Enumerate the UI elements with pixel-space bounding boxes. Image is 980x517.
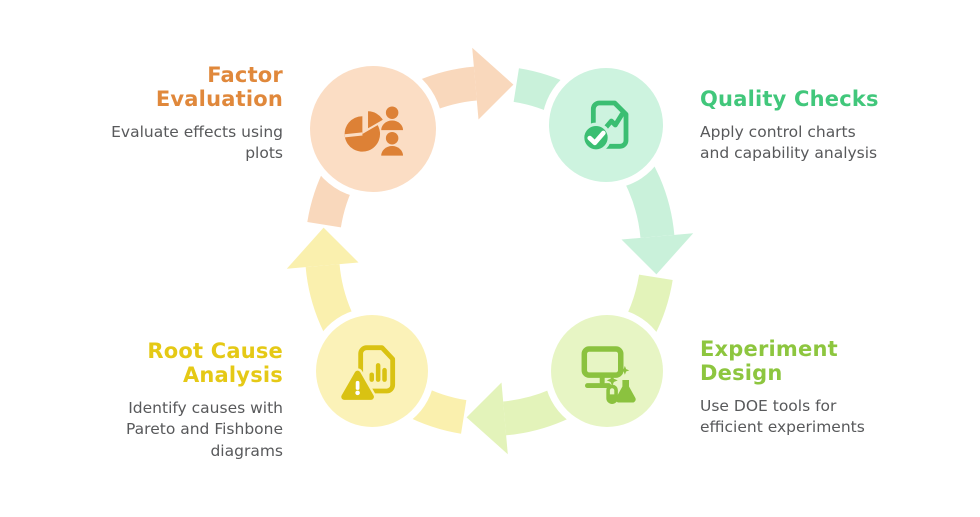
node-title-quality-checks: Quality Checks <box>700 87 879 111</box>
node-title-root-cause-analysis: Root Cause Analysis <box>147 339 283 387</box>
node-circle-factor-evaluation <box>310 66 436 192</box>
arrowhead-experiment-to-root-cause <box>466 382 508 455</box>
node-description-quality-checks: Apply control charts and capability anal… <box>700 122 878 163</box>
monitor-lab-flask-icon <box>581 346 636 404</box>
node-circle-quality-checks <box>549 68 663 182</box>
node-circle-root-cause-analysis <box>316 315 428 427</box>
node-experiment-design: Experiment Design Use DOE tools for effi… <box>700 337 945 439</box>
pie-chart-people-icon <box>344 106 404 156</box>
node-circle-experiment-design <box>551 315 663 427</box>
node-quality-checks: Quality Checks Apply control charts and … <box>700 87 945 165</box>
node-description-experiment-design: Use DOE tools for efficient experiments <box>700 396 865 437</box>
node-title-factor-evaluation: Factor Evaluation <box>155 63 283 111</box>
node-title-experiment-design: Experiment Design <box>700 337 838 385</box>
node-description-root-cause-analysis: Identify causes with Pareto and Fishbone… <box>126 398 283 460</box>
node-root-cause-analysis: Root Cause Analysis Identify causes with… <box>48 339 283 462</box>
arrowhead-factor-to-quality <box>472 47 514 120</box>
node-factor-evaluation: Factor Evaluation Evaluate effects using… <box>48 63 283 165</box>
arrowhead-root-cause-to-factor <box>286 227 359 269</box>
document-bar-chart-warning-icon <box>340 345 396 403</box>
arrowhead-quality-to-experiment <box>621 233 694 275</box>
node-description-factor-evaluation: Evaluate effects using plots <box>111 122 283 163</box>
document-trendline-check-icon <box>581 100 629 153</box>
